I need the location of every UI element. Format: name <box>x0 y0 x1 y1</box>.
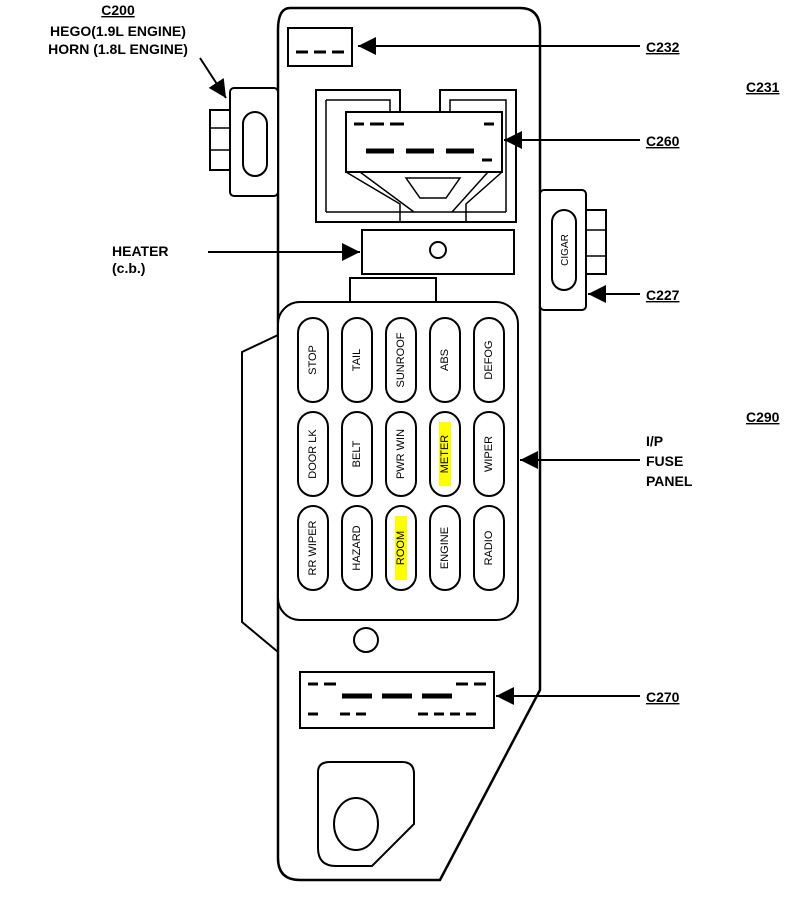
fuse-label: ROOM <box>395 531 407 565</box>
panel-label-line1: I/P <box>646 433 663 449</box>
fuse-defog: DEFOG <box>473 317 505 403</box>
fuse-tail: TAIL <box>341 317 373 403</box>
fuse-wiper: WIPER <box>473 411 505 497</box>
hego-label: HEGO(1.9L ENGINE) <box>50 23 186 39</box>
fuse-highlight <box>395 516 407 580</box>
horn-label: HORN (1.8L ENGINE) <box>48 41 188 57</box>
fuse-meter: METER <box>429 411 461 497</box>
cigar-label: CIGAR <box>560 234 571 266</box>
c200-connector <box>209 87 279 197</box>
heater-label: HEATER <box>112 243 169 259</box>
fuse-label: STOP <box>307 345 319 375</box>
fuse-label: WIPER <box>483 436 495 472</box>
fuse-rr-wiper: RR WIPER <box>297 505 329 591</box>
fuse-label: ENGINE <box>439 527 451 569</box>
fuse-label: BELT <box>351 440 363 467</box>
c227-label: C227 <box>646 287 680 303</box>
fuse-room: ROOM <box>385 505 417 591</box>
fuse-label: METER <box>439 435 451 474</box>
fuse-label: RADIO <box>483 530 495 565</box>
fuse-abs: ABS <box>429 317 461 403</box>
fuse-label: TAIL <box>351 349 363 371</box>
fuse-pwr-win: PWR WIN <box>385 411 417 497</box>
fuse-label: DEFOG <box>483 340 495 379</box>
c227-connector: CIGAR <box>539 189 607 311</box>
fuse-label: ABS <box>439 349 451 371</box>
fuse-radio: RADIO <box>473 505 505 591</box>
c232-label: C232 <box>646 39 680 55</box>
fuse-belt: BELT <box>341 411 373 497</box>
fuse-engine: ENGINE <box>429 505 461 591</box>
c270-label: C270 <box>646 689 680 705</box>
fuse-label: HAZARD <box>351 525 363 570</box>
fuse-stop: STOP <box>297 317 329 403</box>
heater-cb-label: (c.b.) <box>112 260 145 276</box>
fuse-label: DOOR LK <box>307 429 319 479</box>
fuse-block: STOP TAIL SUNROOF ABS DEFOG DOOR LK BELT PWR WI… <box>277 277 519 653</box>
panel-label-line2: FUSE <box>646 453 683 469</box>
c200-label: C200 <box>101 2 135 18</box>
c232-connector <box>287 27 353 67</box>
fuse-label: SUNROOF <box>395 332 407 387</box>
mounting-tab <box>317 761 415 867</box>
left-side-flap <box>241 334 279 653</box>
fuse-label: PWR WIN <box>395 429 407 479</box>
mounting-hole <box>353 627 379 653</box>
c270-connector <box>299 671 495 729</box>
c260-connector <box>315 89 517 223</box>
fuse-grid: STOP TAIL SUNROOF ABS DEFOG DOOR LK BELT PWR WI… <box>297 317 505 591</box>
panel-label-line3: PANEL <box>646 473 693 489</box>
fuse-door-lk: DOOR LK <box>297 411 329 497</box>
c290-label: C290 <box>746 409 780 425</box>
fuse-hazard: HAZARD <box>341 505 373 591</box>
fuse-label: RR WIPER <box>307 520 319 575</box>
fuse-highlight <box>439 422 451 486</box>
c260-label: C260 <box>646 133 680 149</box>
heater-circuit-breaker <box>361 229 515 275</box>
c231-label: C231 <box>746 79 780 95</box>
c200-arrow <box>199 57 227 99</box>
fuse-sunroof: SUNROOF <box>385 317 417 403</box>
